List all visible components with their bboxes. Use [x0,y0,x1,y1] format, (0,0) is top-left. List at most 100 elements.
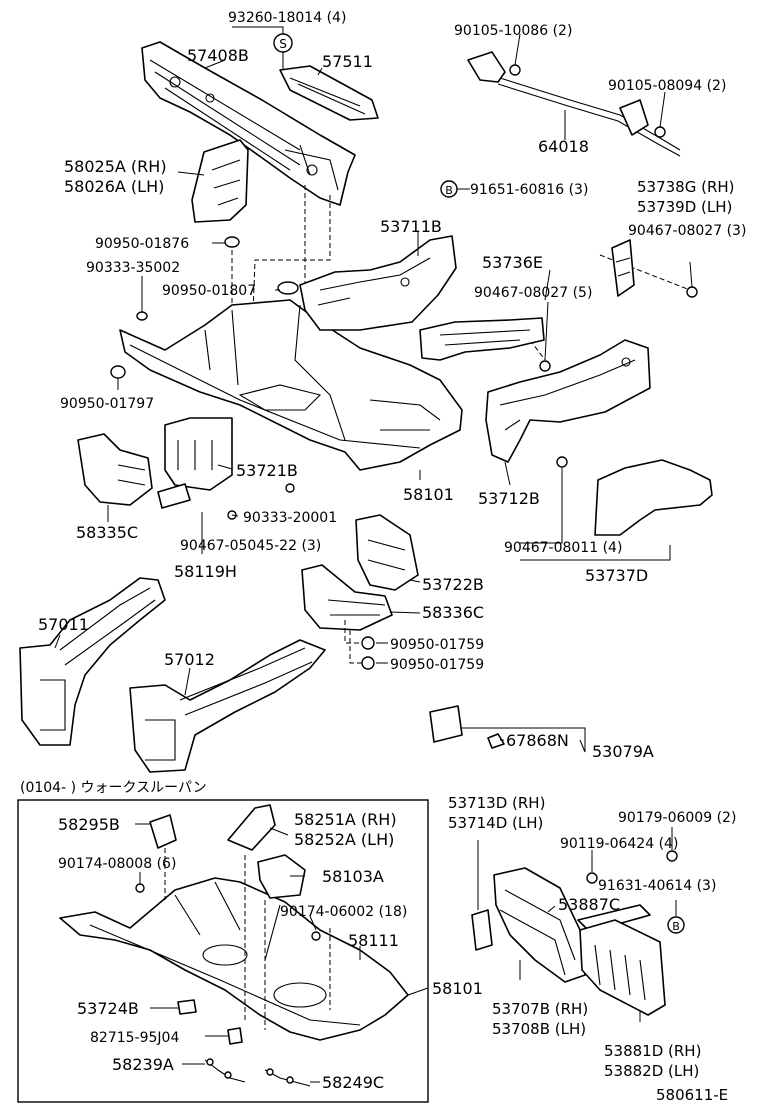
label-90105-08094: 90105-08094 (2) [608,78,726,94]
label-58103a: 58103A [322,867,384,886]
label-90174-08008: 90174-08008 (6) [58,856,176,872]
label-90950-01759-a: 90950-01759 [390,637,484,653]
bolt-90467-08027-b-icon [686,286,698,298]
label-53882d: 53882D (LH) [604,1062,699,1080]
svg-text:S: S [279,37,287,51]
label-53714d: 53714D (LH) [448,814,543,832]
clip-58249c-icon [264,1068,311,1087]
panel-53711b [299,235,457,331]
floor-pan-58101 [119,299,463,471]
label-58239a: 58239A [112,1055,174,1074]
panel-53881d [579,919,666,1016]
label-90105-10086: 90105-10086 (2) [454,23,572,39]
label-90333-35002: 90333-35002 [86,260,180,276]
label-90950-01807: 90950-01807 [162,283,256,299]
cover-58295b [149,814,177,849]
label-90467-08011: 90467-08011 (4) [504,540,622,556]
label-53724b: 53724B [77,999,139,1018]
bracket-58103a [257,854,306,899]
bolt-90467-08011-icon [556,456,568,468]
dash-panel-57408b [141,41,356,206]
nut-90950-01759-b-icon [361,656,375,670]
bolt-90467-08027-icon [539,360,551,372]
label-91631-40614: 91631-40614 (3) [598,878,716,894]
nut-90950-01759-a-icon [361,636,375,650]
bolt-90179-icon [666,850,678,862]
label-58119h: 58119H [174,562,237,581]
label-58252a: 58252A (LH) [294,830,394,849]
label-90467-08027-5: 90467-08027 (5) [474,285,592,301]
label-90950-01797: 90950-01797 [60,396,154,412]
side-member-57011 [19,577,166,746]
side-member-57012 [129,639,326,773]
label-57012: 57012 [164,650,215,669]
bracket-53721b [164,417,233,491]
label-53708b: 53708B (LH) [492,1020,586,1038]
bracket-58251a [227,804,276,851]
label-58249c: 58249C [322,1073,384,1092]
label-58026a: 58026A (LH) [64,177,164,196]
plate-53079a [429,705,463,743]
panel-53713d [471,909,493,951]
svg-text:B: B [445,184,453,197]
plug-90333-35002-icon [136,311,148,321]
label-90950-01759-b: 90950-01759 [390,657,484,673]
label-58335c: 58335C [76,523,138,542]
label-53721b: 53721B [236,461,298,480]
label-82715-95j04: 82715-95J04 [90,1030,179,1046]
clip-67868n-icon [487,733,505,749]
label-53711b: 53711B [380,217,442,236]
panel-53736e [419,317,545,361]
label-90950-01876: 90950-01876 [95,236,189,252]
cover-58025a [191,139,249,223]
label-58101-top: 58101 [403,485,454,504]
label-53713d: 53713D (RH) [448,794,545,812]
label-57511: 57511 [322,52,373,71]
plug-90950-01876-icon [224,236,240,248]
label-53736e: 53736E [482,253,543,272]
plug-90950-01797-icon [110,365,126,379]
label-64018: 64018 [538,137,589,156]
cowl-panel-57511 [279,65,379,121]
label-53739d: 53739D (LH) [637,198,732,216]
clip-82715-icon [227,1027,243,1045]
label-58111: 58111 [348,931,399,950]
label-90467-05045: 90467-05045-22 (3) [180,538,321,554]
label-57408b: 57408B [187,46,249,65]
bracket-58336c [301,564,393,631]
label-90333-20001: 90333-20001 [243,510,337,526]
label-ref-code: 580611-E [656,1086,728,1104]
clip-90174-06002-icon [311,931,321,941]
label-53722b: 53722B [422,575,484,594]
clip-58239a-icon [204,1058,246,1083]
label-53738g: 53738G (RH) [637,178,735,196]
label-53712b: 53712B [478,489,540,508]
label-53737d: 53737D [585,566,648,585]
bolt-90119-icon [586,872,598,884]
label-67868n: 67868N [506,731,569,750]
label-53079a: 53079A [592,742,654,761]
label-90174-06002: 90174-06002 (18) [280,904,407,920]
label-90467-08027-3: 90467-08027 (3) [628,223,746,239]
bracket-58335c [77,433,153,506]
label-53707b: 53707B (RH) [492,1000,588,1018]
label-91651-60816: 91651-60816 (3) [470,182,588,198]
svg-text:B: B [672,920,680,933]
label-58295b: 58295B [58,815,120,834]
label-58251a: 58251A (RH) [294,810,397,829]
b-symbol-icon: B [440,180,458,198]
label-53881d: 53881D (RH) [604,1042,701,1060]
label-58336c: 58336C [422,603,484,622]
b-symbol-2-icon: B [667,916,685,934]
label-90179-06009: 90179-06009 (2) [618,810,736,826]
variant-frame [17,799,429,1103]
label-variant-range: (0104- ) ウォークスルーパン [20,780,207,796]
bracket-53722b [355,514,419,591]
label-90119-06424: 90119-06424 (4) [560,836,678,852]
clip-90174-08008-icon [135,883,145,893]
label-57011: 57011 [38,615,89,634]
label-93260-18014: 93260-18014 (4) [228,10,346,26]
panel-53707b [493,867,586,983]
label-58101-bottom: 58101 [432,979,483,998]
